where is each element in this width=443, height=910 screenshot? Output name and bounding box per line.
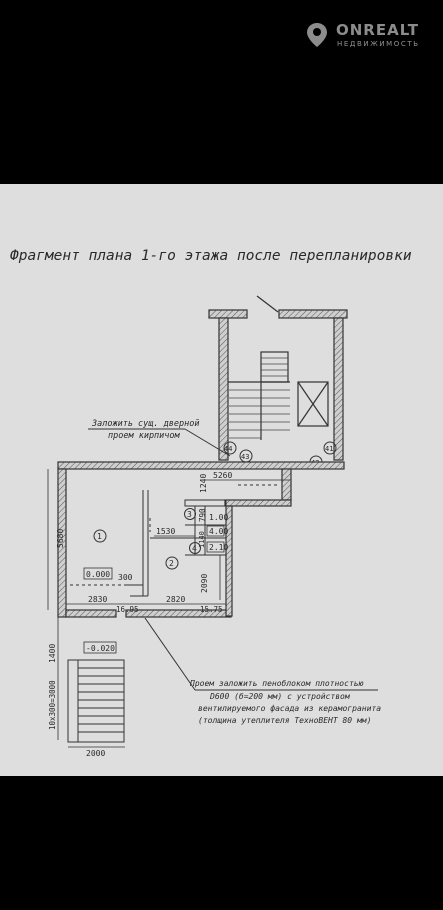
axis-41: 41 bbox=[325, 445, 333, 453]
room-3-circle bbox=[184, 508, 196, 520]
room-3-number: 3 bbox=[187, 510, 192, 519]
level-entrance: -0.020 bbox=[86, 644, 115, 653]
axis-44: 44 bbox=[224, 445, 232, 453]
area-2-10-box bbox=[206, 541, 225, 553]
area-1-00: 1.00 bbox=[209, 513, 228, 522]
floor-plan-sheet: Фрагмент плана 1-го этажа после переплан… bbox=[0, 184, 443, 776]
room-1-circle bbox=[93, 529, 107, 543]
dim-1140: 1140 bbox=[198, 531, 206, 548]
note-foam-block-line4: (толщина утеплителя ТехноВЕНТ 80 мм) bbox=[198, 716, 371, 725]
leader-foam-block bbox=[144, 617, 196, 691]
dim-2090: 2090 bbox=[200, 574, 209, 593]
room-4-number: 4 bbox=[192, 544, 197, 553]
level-floor: 0.000 bbox=[86, 570, 110, 579]
note-foam-block-line3: вентилируемого фасада из керамогранита bbox=[198, 704, 381, 713]
note-brick-door-line2: проем кирпичом bbox=[108, 431, 181, 441]
dim-2820: 2820 bbox=[166, 595, 185, 604]
watermark-subtitle: НЕДВИЖИМОСТЬ bbox=[337, 40, 420, 48]
note-brick-door-line1: Заложить сущ. дверной bbox=[91, 419, 199, 429]
dimension-lines bbox=[47, 469, 290, 748]
stair-steps bbox=[229, 357, 290, 439]
dim-300: 300 bbox=[118, 573, 133, 582]
room-2-number: 2 bbox=[169, 559, 174, 568]
note-foam-block-line2: D600 (б=200 мм) с устройством bbox=[209, 691, 351, 701]
area-2-10: 2.10 bbox=[209, 543, 228, 552]
floor-plan-drawing: Фрагмент плана 1-го этажа после переплан… bbox=[10, 248, 412, 758]
dim-2000: 2000 bbox=[86, 749, 105, 758]
room-4-circle bbox=[189, 542, 201, 554]
room-2-circle bbox=[165, 556, 179, 570]
note-foam-block-line1: Проем заложить пеноблоком плотностью bbox=[189, 678, 364, 688]
dim-5260: 5260 bbox=[213, 471, 232, 480]
watermark-brand: ONREALT bbox=[336, 21, 420, 39]
level-entrance-box bbox=[83, 641, 117, 654]
dim-16-95: 16.95 bbox=[116, 605, 139, 614]
dim-5680: 5680 bbox=[56, 529, 65, 548]
plan-title: Фрагмент плана 1-го этажа после переплан… bbox=[10, 248, 412, 264]
room-1-number: 1 bbox=[97, 532, 102, 541]
dim-1400: 1400 bbox=[48, 644, 57, 663]
location-pin-icon bbox=[307, 23, 327, 47]
area-4-00: 4.00 bbox=[209, 527, 228, 536]
dim-2830: 2830 bbox=[88, 595, 107, 604]
leader-brick-door-2 bbox=[184, 428, 231, 457]
level-floor-box bbox=[83, 567, 113, 580]
partitions bbox=[125, 490, 227, 597]
axis-43: 43 bbox=[241, 453, 249, 461]
dim-10x300: 10х300=3000 bbox=[48, 680, 57, 730]
stair-core bbox=[208, 295, 348, 461]
walls bbox=[57, 461, 345, 618]
area-4-00-box bbox=[206, 525, 225, 537]
door-dashes bbox=[70, 484, 280, 586]
watermark: ONREALT НЕДВИЖИМОСТЬ bbox=[306, 20, 436, 52]
dim-790: 790 bbox=[198, 508, 207, 522]
dim-1530: 1530 bbox=[156, 527, 175, 536]
dim-1240: 1240 bbox=[199, 474, 208, 493]
entrance-stair bbox=[67, 659, 125, 743]
dim-15-75: 15.75 bbox=[200, 605, 223, 614]
